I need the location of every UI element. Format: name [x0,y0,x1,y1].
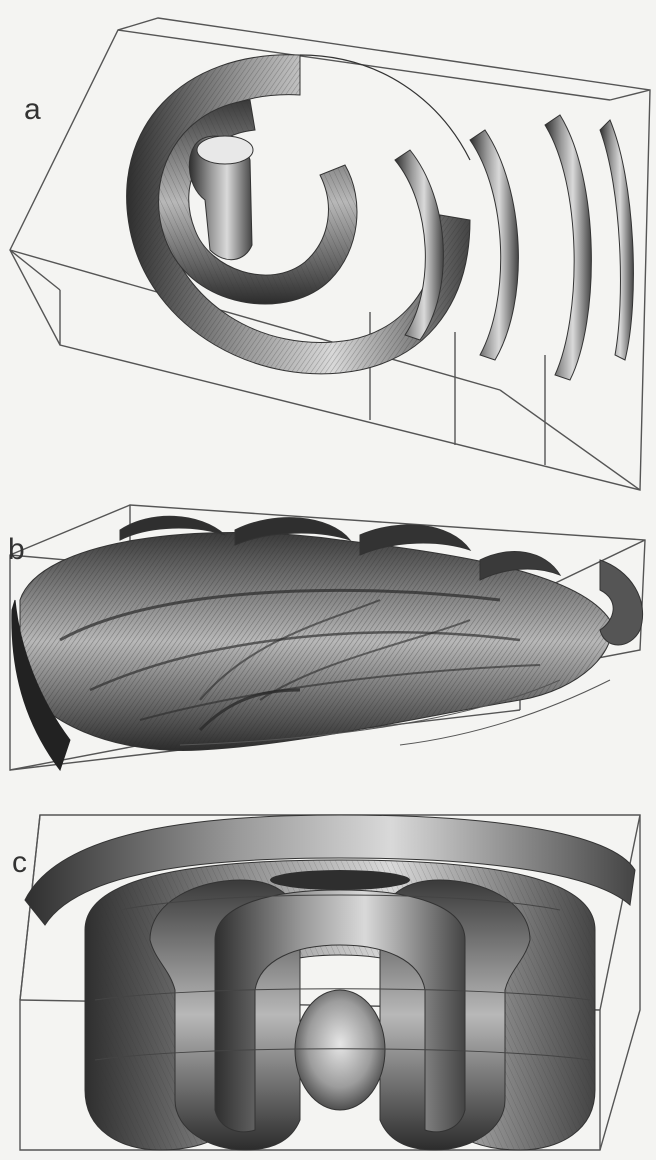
panel-b-drawing [10,505,645,770]
panel-a-wave-sheets [395,115,633,380]
panel-label-c: c [12,848,27,878]
panel-a-drawing [10,18,650,490]
panel-c-central-dome [295,990,385,1110]
panel-c-drawing [20,815,640,1150]
panel-label-a: a [24,95,41,125]
panel-c-top-opening [270,870,410,890]
panel-b-right-curl [600,560,643,645]
panel-label-b: b [8,535,25,565]
